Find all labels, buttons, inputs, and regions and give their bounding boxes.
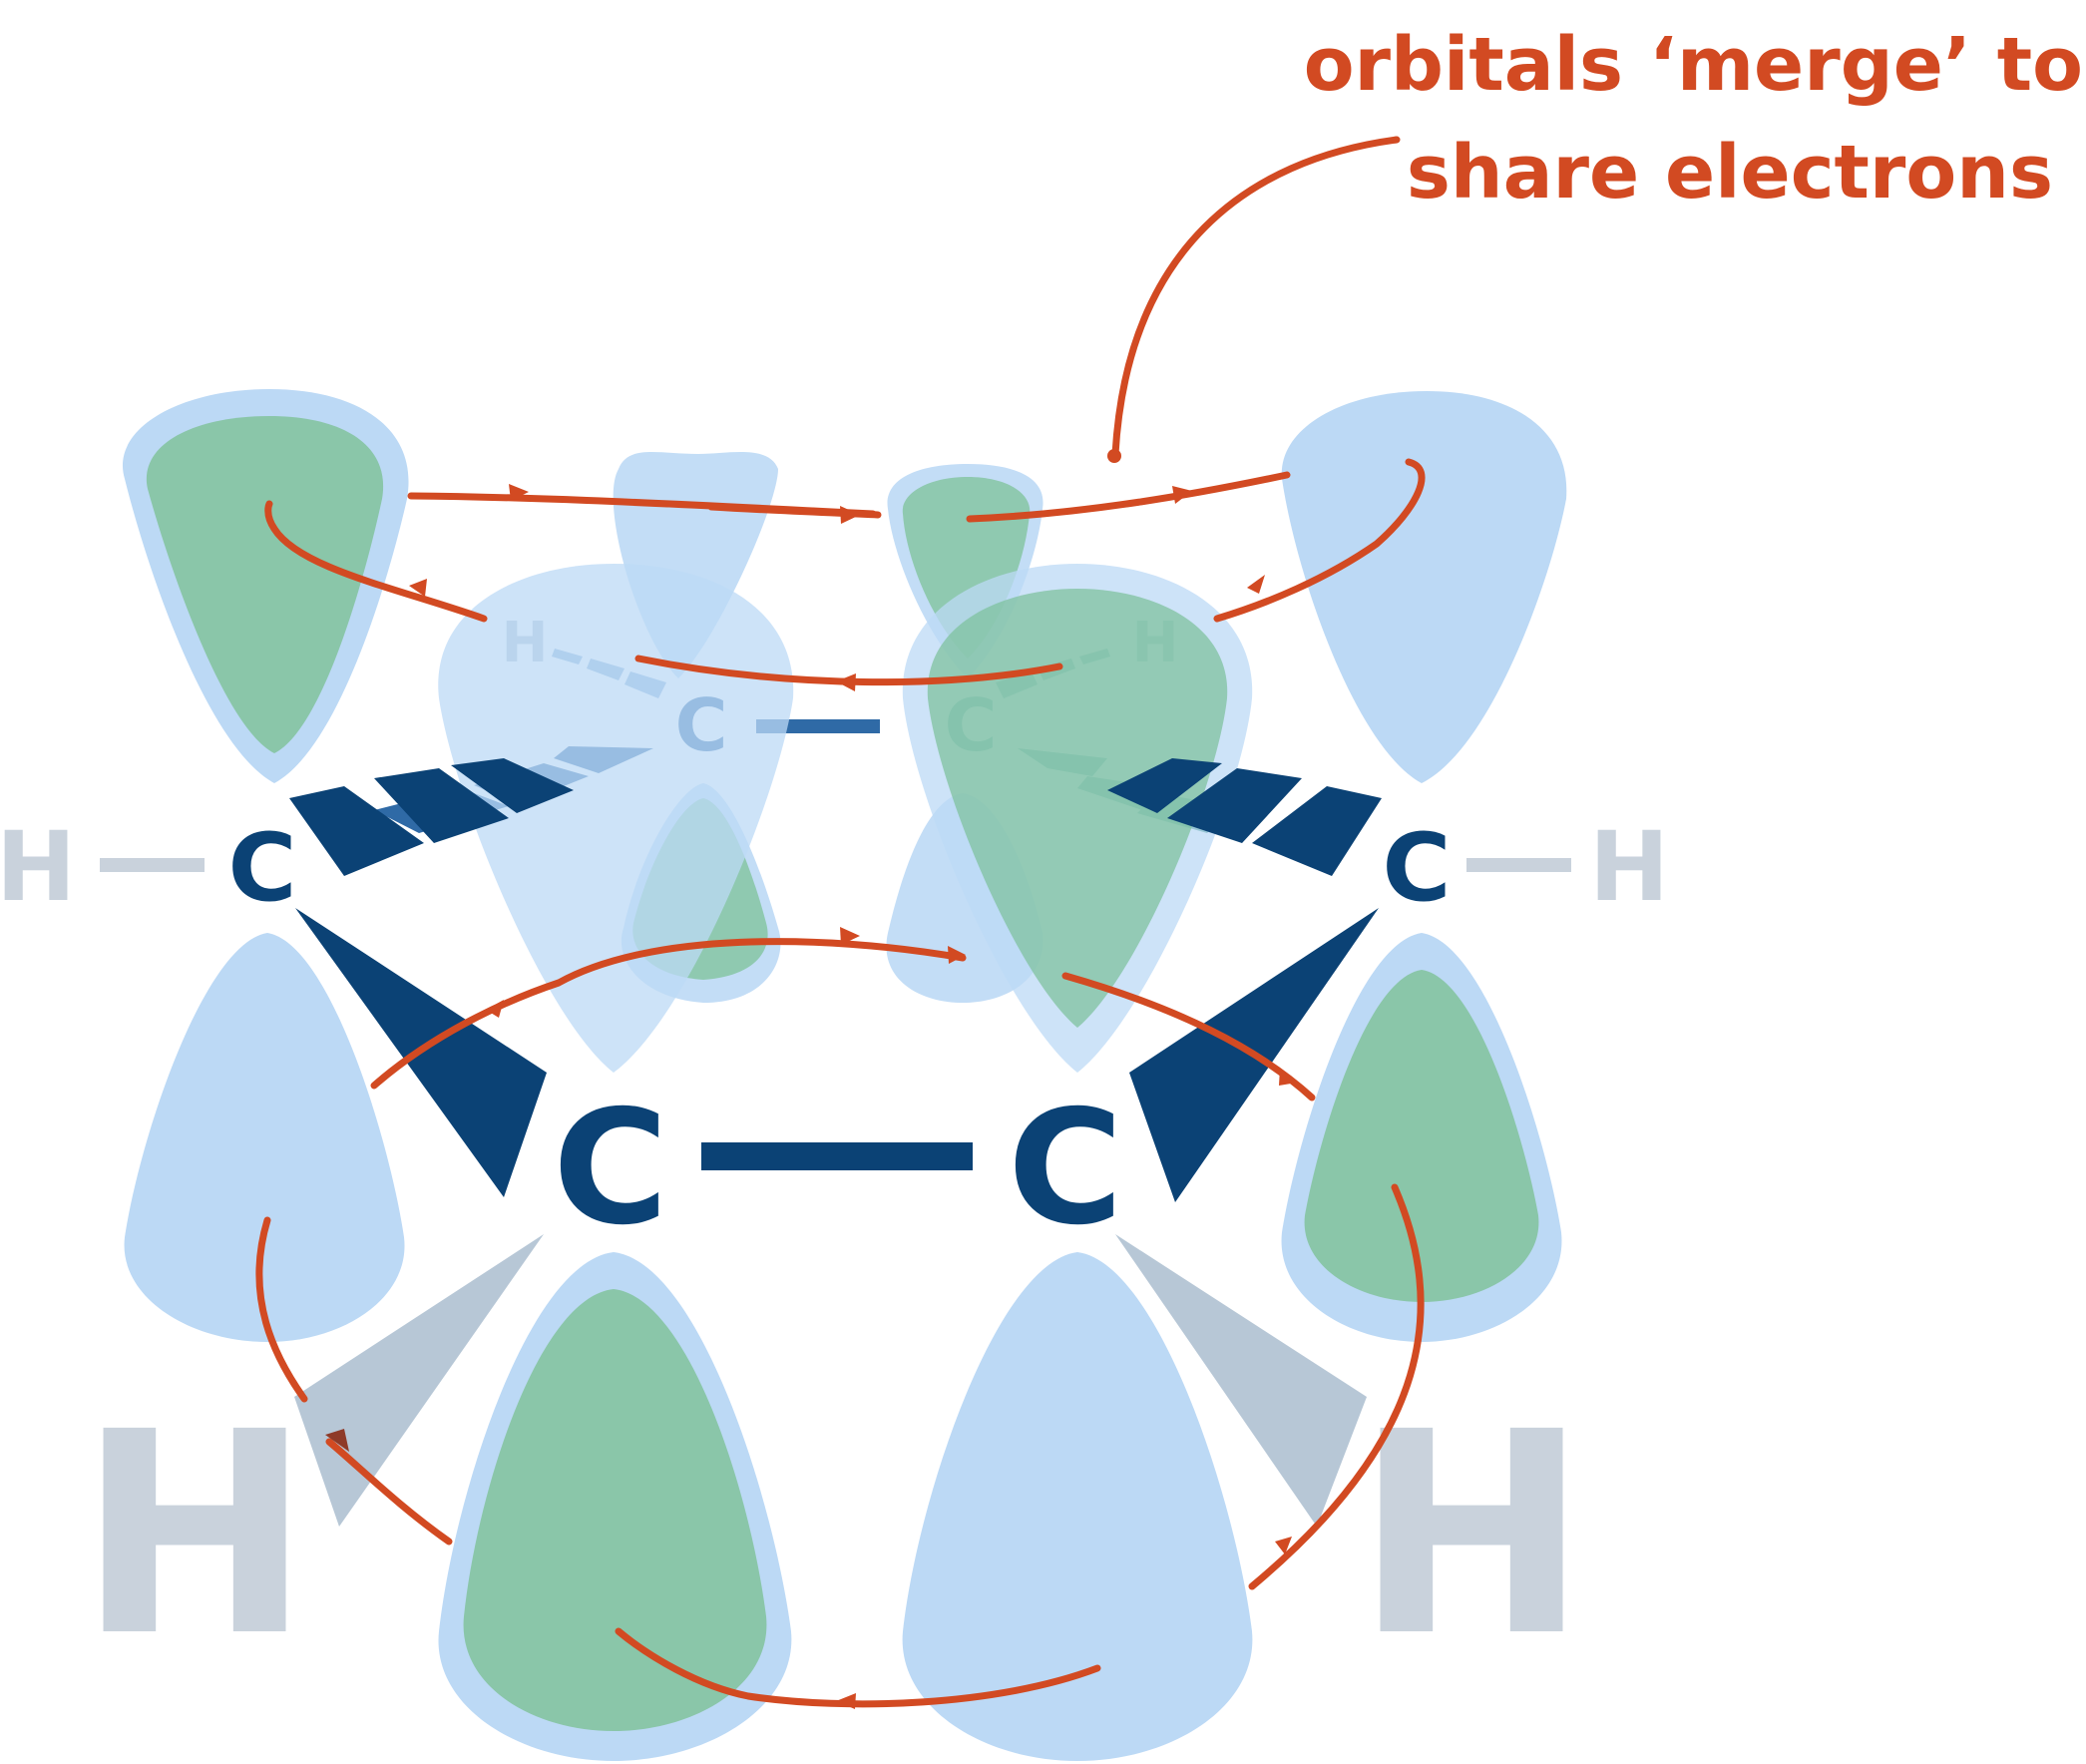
arrowhead-middle-4	[1279, 1068, 1297, 1086]
top-ring-front-path	[634, 655, 1063, 686]
top-ring-back-path-2	[707, 503, 882, 519]
annotation-pointer-dot	[1107, 449, 1121, 463]
hydrogen-bottom-right-label: H	[1355, 1373, 1588, 1698]
top-ring-right-curve	[1213, 458, 1426, 623]
arrowhead-bottom-left	[325, 1429, 349, 1452]
arrowhead-middle-1	[486, 1000, 504, 1018]
annotation-line-2: share electrons	[1407, 130, 2053, 216]
arrowhead-bottom-1	[1275, 1537, 1292, 1554]
right-carbon-label: C	[1383, 814, 1452, 923]
arrowhead-top-6	[409, 579, 427, 597]
annotation-pointer-line	[1111, 136, 1401, 458]
top-ring-right-path	[966, 471, 1291, 523]
right-carbon-top-wedge-dashes	[1107, 758, 1382, 876]
arrowheads	[409, 484, 1297, 1709]
hydrogen-bottom-left-label: H	[78, 1373, 311, 1698]
left-carbon-top-wedge-dashes	[289, 758, 574, 876]
left-hydrogen-wedge	[294, 1234, 544, 1527]
arrowhead-top-3	[1172, 486, 1192, 504]
arrowhead-top-2	[840, 506, 860, 524]
orbital-left-upper	[122, 389, 409, 783]
near-carbon-right-label: C	[1008, 1077, 1123, 1260]
arrowhead-bottom-2	[836, 1693, 856, 1709]
orbital-left-lower	[124, 933, 405, 1342]
orbital-center-left-lower	[438, 1252, 792, 1761]
orbital-center-right-upper	[902, 564, 1253, 1073]
near-carbon-carbon-bond	[701, 1142, 973, 1170]
annotation-line-1: orbitals ‘merge’ to	[1304, 22, 2083, 108]
hydrogen-right-label: H	[1589, 811, 1669, 923]
right-carbon-hydrogen-bond	[1466, 858, 1571, 872]
bottom-ring-left-upper-path	[255, 1216, 308, 1403]
arrowhead-middle-2	[840, 927, 860, 945]
left-carbon-hydrogen-bond	[100, 858, 205, 872]
arrowhead-top-4	[1247, 575, 1265, 594]
orbital-right-upper	[1281, 391, 1567, 783]
left-carbon-label: C	[228, 814, 297, 923]
bottom-ring-bottom-path	[615, 1627, 1101, 1708]
bottom-ring-left-path	[325, 1438, 453, 1545]
orbital-center-right-lower	[902, 1252, 1253, 1761]
right-hydrogen-wedge	[1115, 1234, 1367, 1527]
hydrogen-left-label: H	[0, 811, 76, 923]
arrowhead-middle-3	[948, 946, 966, 964]
top-ring-left-curve	[264, 500, 488, 623]
arrowhead-top-1	[509, 484, 529, 501]
bottom-ring-right-path	[1248, 1183, 1425, 1590]
near-carbon-left-label: C	[553, 1077, 668, 1260]
orbital-right-lower	[1281, 933, 1562, 1342]
arrowhead-top-5	[836, 673, 856, 691]
